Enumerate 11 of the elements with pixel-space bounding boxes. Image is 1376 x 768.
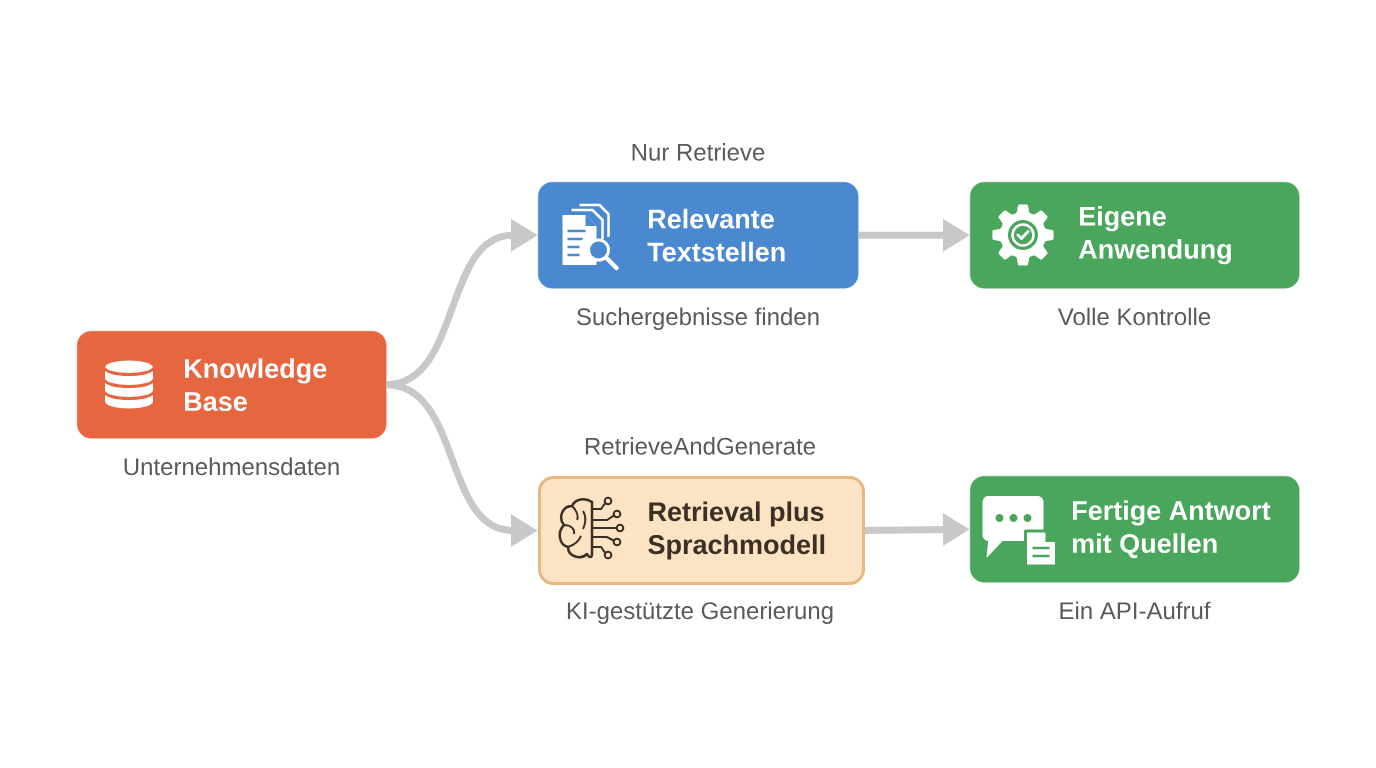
process-box: Relevante Textstellen	[538, 182, 859, 289]
process-box: Eigene Anwendung	[970, 182, 1300, 289]
process-box: Retrieval plus Sprachmodell	[538, 476, 865, 585]
node-caption: Volle Kontrolle	[1057, 307, 1211, 326]
node-caption: Suchergebnisse finden	[577, 307, 819, 330]
node-caption: KI-gestützte Generierung	[567, 601, 833, 624]
node-caption: Ein API-Aufruf	[1060, 601, 1211, 620]
process-box: Knowledge Base	[77, 331, 387, 439]
node-caption: Unternehmensdaten	[124, 457, 339, 476]
node-caption: Nur Retrieve	[632, 143, 765, 161]
node-caption: RetrieveAndGenerate	[585, 437, 815, 455]
